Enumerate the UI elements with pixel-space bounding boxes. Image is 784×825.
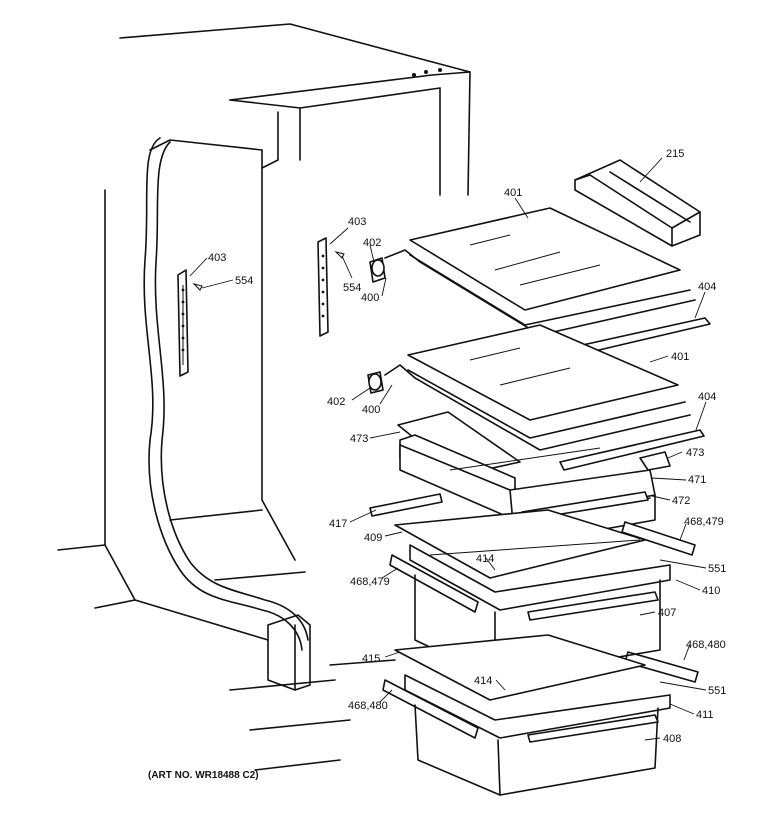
callout-554-left: 554 [235,275,253,287]
callout-400-middle: 400 [362,404,380,416]
crisper-drawer-lower [394,634,671,796]
shelf-rail-left [177,269,203,377]
callout-404-upper: 404 [698,281,716,293]
callout-215: 215 [666,148,684,160]
callout-473-right: 473 [686,447,704,459]
callout-468-480-right: 468,480 [686,639,726,651]
callout-401-middle: 401 [671,351,689,363]
shelf-rail-right [317,237,345,337]
callout-471: 471 [688,474,706,486]
cabinet-outline [57,23,471,771]
callout-408: 408 [663,733,681,745]
callout-468-480-left: 468,480 [348,700,388,712]
callout-400-upper: 400 [361,292,379,304]
callout-415: 415 [362,653,380,665]
callout-401-upper: 401 [504,187,522,199]
callout-403-left: 403 [208,252,226,264]
callout-468-479-left: 468,479 [350,576,390,588]
callout-554-right: 554 [343,282,361,294]
callout-468-479-right: 468,479 [684,516,724,528]
callout-472: 472 [672,495,690,507]
callout-551-upper: 551 [708,563,726,575]
callout-410: 410 [702,585,720,597]
callout-402-upper: 402 [363,237,381,249]
middle-shelf [367,324,705,471]
meat-pan [397,411,671,546]
bin-215 [574,159,701,247]
callout-473-left: 473 [350,433,368,445]
callout-409: 409 [364,532,382,544]
upper-shelf [369,207,711,359]
callout-labels: 215 401 403 554 403 402 554 400 404 401 … [208,148,726,745]
callout-414-upper: 414 [476,553,494,565]
callout-551-lower: 551 [708,685,726,697]
callout-411: 411 [696,709,714,721]
art-number: (ART NO. WR18488 C2) [148,770,259,781]
slides [369,493,699,739]
callout-403-right: 403 [348,216,366,228]
callout-407: 407 [658,607,676,619]
callout-417: 417 [329,518,347,530]
callout-414-lower: 414 [474,675,492,687]
callout-404-middle: 404 [698,391,716,403]
callout-402-middle: 402 [327,396,345,408]
leader-lines [189,157,707,741]
crisper-drawer-upper [394,509,671,679]
